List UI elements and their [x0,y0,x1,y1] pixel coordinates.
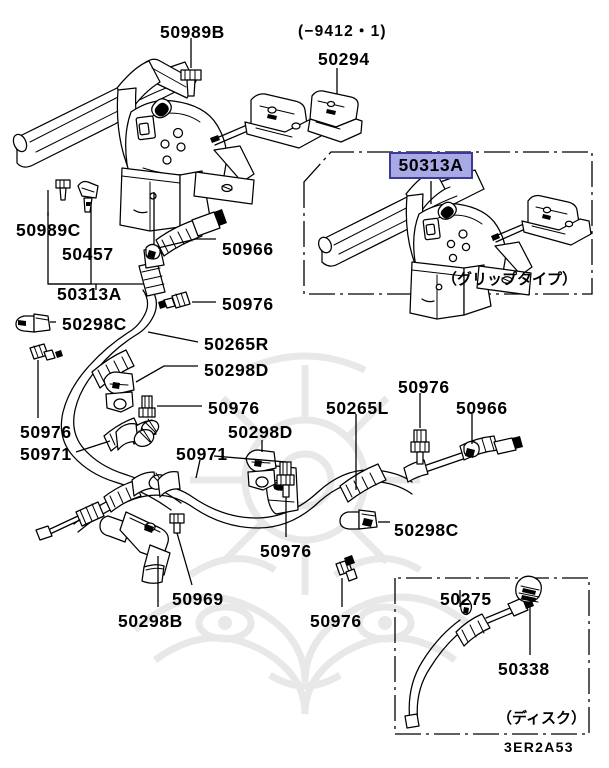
part-number-label-50298c[interactable]: 50298C [394,520,459,540]
caption-disc-type: （ディスク） [497,709,586,727]
part-number-label-50313a[interactable]: 50313A [57,284,122,304]
part-number-label-50976[interactable]: 50976 [222,294,274,314]
lever-assembly-main [12,58,322,232]
part-50976-bolt-e [276,461,295,498]
leader-50265R [147,331,199,343]
part-50298C-clip-right [339,509,378,530]
part-number-label-50971[interactable]: 50971 [176,444,228,464]
inset-grip-box-border [303,151,593,295]
part-number-label-50976[interactable]: 50976 [20,422,72,442]
caption-grip-type: （グリップタイプ） [442,270,578,288]
part-number-label-50265r[interactable]: 50265R [204,334,269,354]
part-number-label-50976[interactable]: 50976 [398,377,450,397]
part-50976-bolt-b [410,429,430,465]
leader-50298D-1 [135,365,198,383]
part-number-label-50294[interactable]: 50294 [318,49,370,69]
part-50976-bolt-f [335,555,358,582]
disc-type-cable-illustration [404,575,542,729]
leader-50298D-2b [213,455,287,463]
part-50966-clip-a [145,243,161,260]
part-number-label-50275[interactable]: 50275 [440,589,492,609]
highlighted-part-number-50313A[interactable]: 50313A [389,152,473,179]
part-50294-clip [307,90,363,143]
part-number-label-50989b[interactable]: 50989B [160,22,225,42]
part-number-label-50971[interactable]: 50971 [20,444,72,464]
part-50298D-bracket-1 [103,371,135,413]
part-50976-bolt-c [138,395,156,418]
part-number-label-50338[interactable]: 50338 [498,659,550,679]
part-number-label-50298d[interactable]: 50298D [228,422,293,442]
leader-50971b [195,459,201,479]
part-50966-clip-b [463,440,480,458]
drawing-code: 3ER2A53 [504,739,574,755]
part-number-label-50976[interactable]: 50976 [310,611,362,631]
part-number-label-50457[interactable]: 50457 [62,244,114,264]
part-number-label-50966[interactable]: 50966 [456,398,508,418]
part-number-label-(−9412・1)[interactable]: (−9412・1) [298,23,387,40]
part-50969-lever [99,511,171,584]
grouping-bracket-left [47,186,155,290]
part-number-label-50976[interactable]: 50976 [208,398,260,418]
part-number-label-50976[interactable]: 50976 [260,541,312,561]
grip-type-lever-illustration [318,169,592,320]
part-50298C-clip-left [15,313,51,333]
part-number-label-50989c[interactable]: 50989C [16,220,81,240]
leader-50969 [176,532,193,586]
part-number-label-50298c[interactable]: 50298C [62,314,127,334]
part-50971-hook-b [157,471,181,498]
leader-50966a [157,238,216,249]
part-50971-hook-a [115,423,155,451]
part-50989C-bolt [55,179,71,201]
part-number-label-50969[interactable]: 50969 [172,589,224,609]
part-50976-bolt-d [29,343,63,361]
part-50989B-bolt [180,69,202,97]
part-50457-switch [77,180,99,213]
part-number-label-50966[interactable]: 50966 [222,239,274,259]
part-number-label-50265l[interactable]: 50265L [326,398,389,418]
part-50969-bolt [169,513,185,534]
part-number-label-50298d[interactable]: 50298D [204,360,269,380]
part-number-label-50298b[interactable]: 50298B [118,611,183,631]
part-50976-bolt-a [158,291,191,309]
leader-50971a [75,440,111,453]
part-50298D-bracket-2 [245,449,277,491]
